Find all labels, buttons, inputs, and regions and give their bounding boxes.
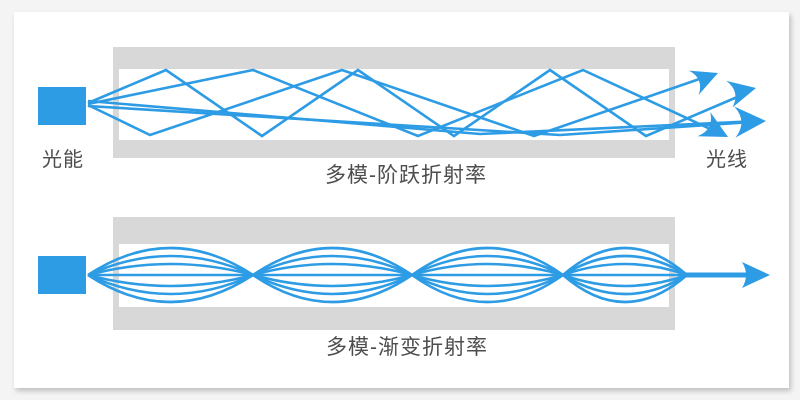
ray-arrowhead-icon: [697, 112, 728, 137]
light-source-label: 光能: [42, 149, 84, 171]
light-source-square: [38, 87, 86, 125]
exit-arrowhead-icon: [742, 262, 770, 288]
ray-arrowhead-icon: [689, 70, 718, 95]
light-ray: [87, 68, 722, 138]
ray-arrowhead-icon: [726, 80, 756, 108]
step-index-caption: 多模-阶跃折射率: [325, 164, 487, 187]
light-ray: [87, 99, 759, 136]
graded-index-caption: 多模-渐变折射率: [326, 336, 488, 359]
light-source-square: [38, 256, 86, 294]
light-ray: [87, 68, 750, 138]
light-ray: [87, 104, 753, 137]
light-ray: [87, 68, 712, 138]
light-rays-label: 光线: [706, 149, 748, 171]
ray-arrowhead-icon: [734, 106, 766, 138]
